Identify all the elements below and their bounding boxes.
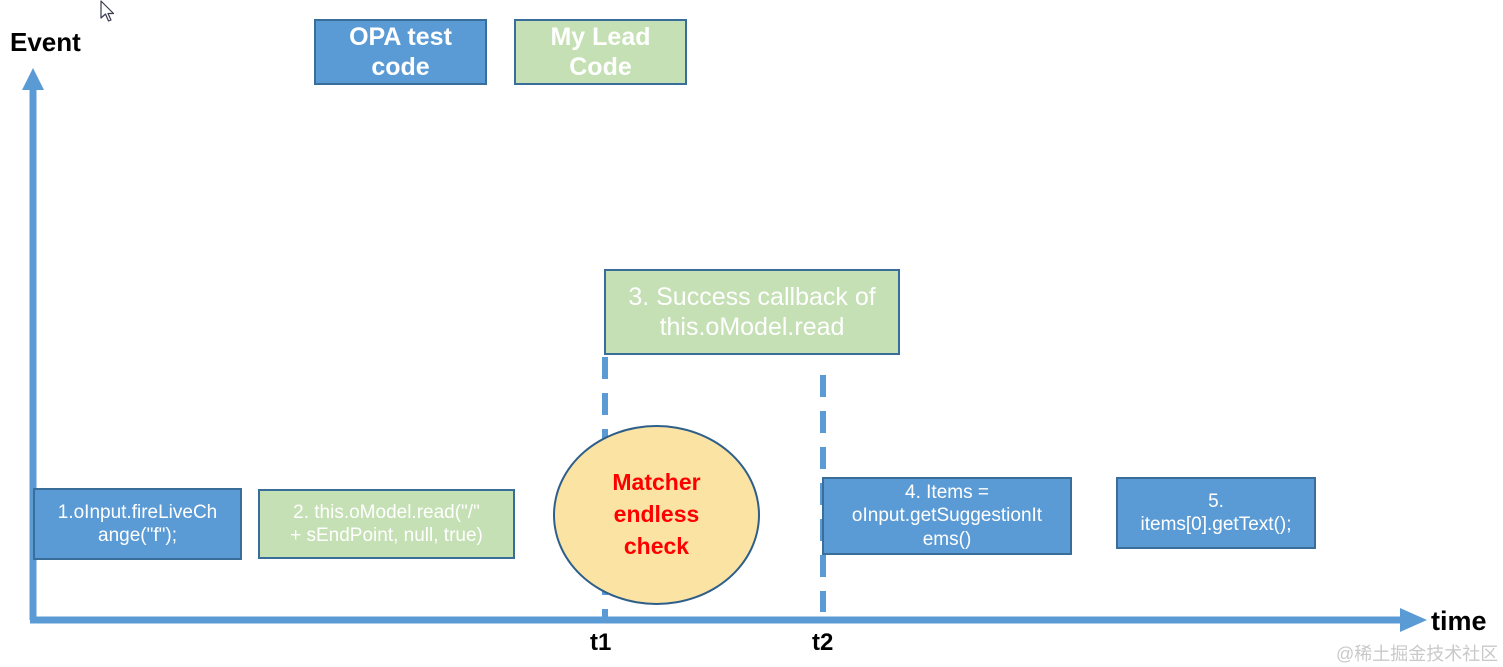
step-box-1: 1.oInput.fireLiveCh ange("f"); [33, 488, 242, 560]
legend-my-lead-code: My Lead Code [514, 19, 687, 85]
legend-opa-test-code: OPA test code [314, 19, 487, 85]
watermark: @稀土掘金技术社区 [1336, 644, 1499, 664]
y-axis-arrowhead [22, 68, 44, 90]
matcher-endless-check-ellipse: Matcher endless check [553, 425, 760, 605]
step-box-4: 4. Items = oInput.getSuggestionIt ems() [822, 477, 1072, 555]
tick-label-t2: t2 [812, 629, 834, 656]
x-axis-arrowhead [1400, 608, 1427, 632]
mouse-cursor-icon [100, 0, 115, 22]
step-box-5: 5. items[0].getText(); [1116, 477, 1316, 549]
step-box-3: 3. Success callback of this.oModel.read [604, 269, 900, 355]
step-box-2: 2. this.oModel.read("/" + sEndPoint, nul… [258, 489, 515, 559]
y-axis-label: Event [10, 27, 81, 57]
x-axis-label: time [1431, 606, 1487, 636]
tick-label-t1: t1 [590, 629, 612, 656]
